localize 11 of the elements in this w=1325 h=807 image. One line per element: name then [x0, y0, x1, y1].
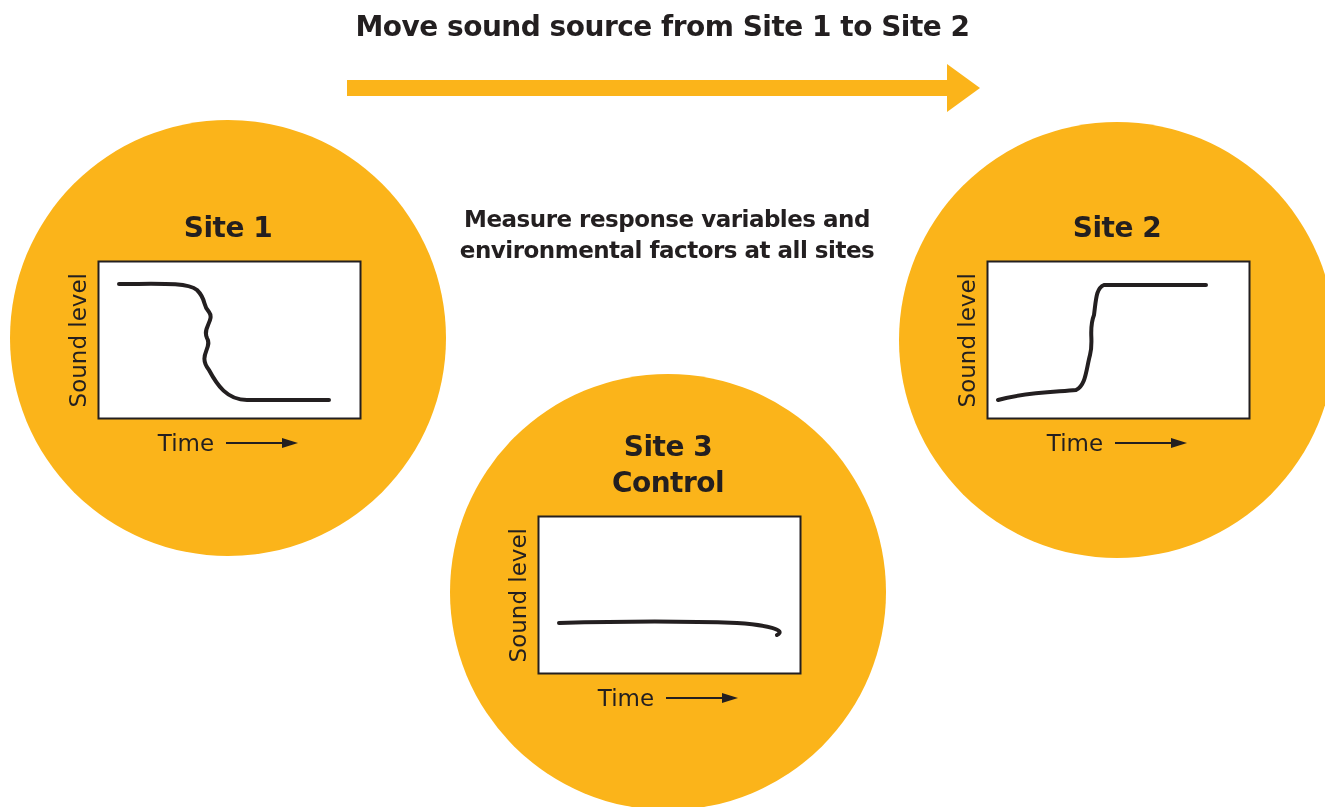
axis-label: Sound level — [504, 527, 531, 663]
site-heading: Site 1 — [182, 210, 274, 246]
axis-label: Sound level — [953, 272, 980, 408]
site-heading: Site 2 — [1071, 210, 1163, 246]
axis-label: Time — [1046, 430, 1104, 456]
axis-label: Time — [157, 430, 215, 456]
site-heading: Site 3 Control — [610, 429, 726, 501]
axis-label: Time — [597, 685, 655, 711]
title: Move sound source from Site 1 to Site 2 — [354, 10, 971, 43]
note-text: Measure response variables and environmental factors at all sites — [458, 205, 876, 265]
axis-label: Sound level — [64, 272, 91, 408]
